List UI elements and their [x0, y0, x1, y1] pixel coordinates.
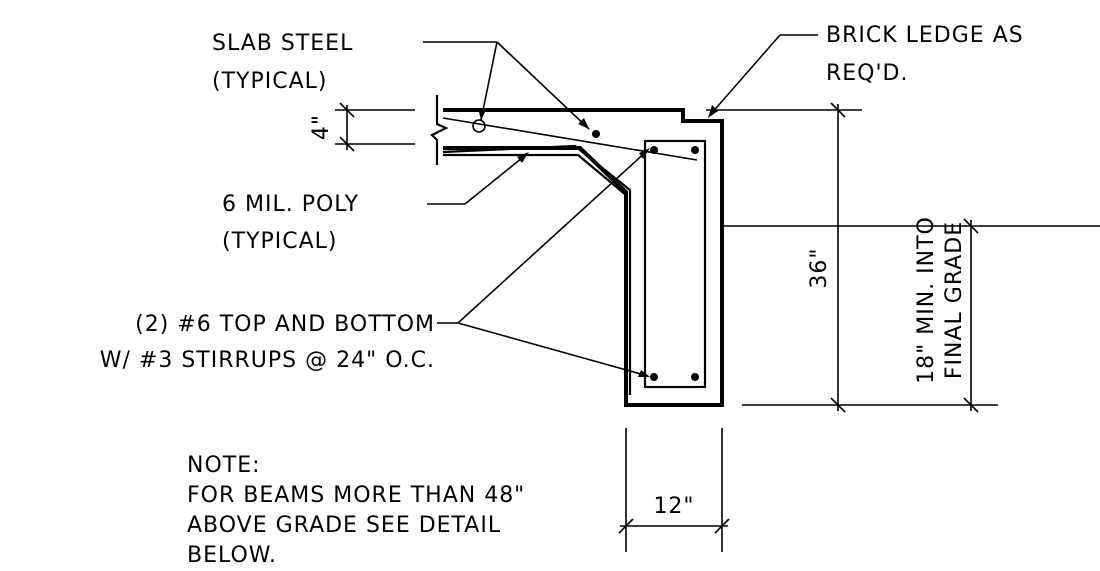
dim-36-tick-bottom	[830, 397, 846, 413]
leader-brick-ledge	[709, 34, 781, 116]
rebar-bottom-left	[650, 373, 658, 381]
arrow-brick-ledge	[708, 105, 718, 118]
slab-steel-dot	[592, 130, 600, 138]
dim-4-label: 4"	[309, 114, 334, 140]
note-line-2: ABOVE GRADE SEE DETAIL	[187, 513, 501, 538]
leader-slab-steel-1	[480, 41, 498, 121]
dim-36-label: 36"	[807, 247, 832, 288]
leader-rebar-1	[457, 149, 649, 324]
leader-rebar-2	[457, 322, 649, 377]
label-poly: 6 MIL. POLY	[222, 192, 359, 217]
label-brick-ledge: BRICK LEDGE AS	[826, 23, 1024, 48]
label-slab-steel-typical: (TYPICAL)	[212, 69, 327, 94]
dim-12-label: 12"	[653, 494, 694, 519]
dim-36-tick-top	[830, 102, 846, 118]
label-stirrups: W/ #3 STIRRUPS @ 24" O.C.	[100, 348, 435, 373]
rebar-top-left	[650, 146, 658, 154]
slab-steel-bar	[442, 117, 698, 161]
arrow-rebar-2	[638, 370, 650, 377]
note-line-3: BELOW.	[187, 543, 277, 568]
rebar-bottom-right	[691, 373, 699, 381]
slab-break-line	[430, 95, 449, 165]
dim-12-tick-left	[618, 518, 634, 534]
arrow-slab-steel-1	[478, 108, 486, 120]
label-brick-ledge-req: REQ'D.	[826, 61, 908, 86]
dim-4-tick-bottom	[339, 136, 355, 152]
dim-18-tick-bottom	[963, 397, 979, 413]
dim-12-tick-right	[714, 518, 730, 534]
dim-18-tick-top	[963, 218, 979, 234]
leader-poly	[464, 153, 528, 205]
dim-18-label-2: FINAL GRADE	[942, 221, 967, 379]
slab-steel-section-circle	[472, 119, 486, 133]
stirrup-cage	[643, 139, 707, 389]
leader-slab-steel-2	[496, 41, 590, 130]
note-title: NOTE:	[187, 453, 261, 478]
label-poly-typical: (TYPICAL)	[222, 229, 337, 254]
arrow-slab-steel-2	[578, 118, 589, 129]
poly-sheet-inner	[442, 144, 632, 395]
dim-18-label-1: 18" MIN. INTO	[914, 216, 939, 384]
dim-4-tick-top	[339, 102, 355, 118]
arrow-rebar-1	[639, 148, 650, 159]
rebar-top-right	[691, 146, 699, 154]
label-slab-steel: SLAB STEEL	[212, 31, 353, 56]
arrow-poly	[517, 152, 529, 163]
label-rebar: (2) #6 TOP AND BOTTOM	[135, 312, 435, 337]
poly-sheet	[443, 153, 628, 400]
note-line-1: FOR BEAMS MORE THAN 48"	[187, 483, 525, 508]
